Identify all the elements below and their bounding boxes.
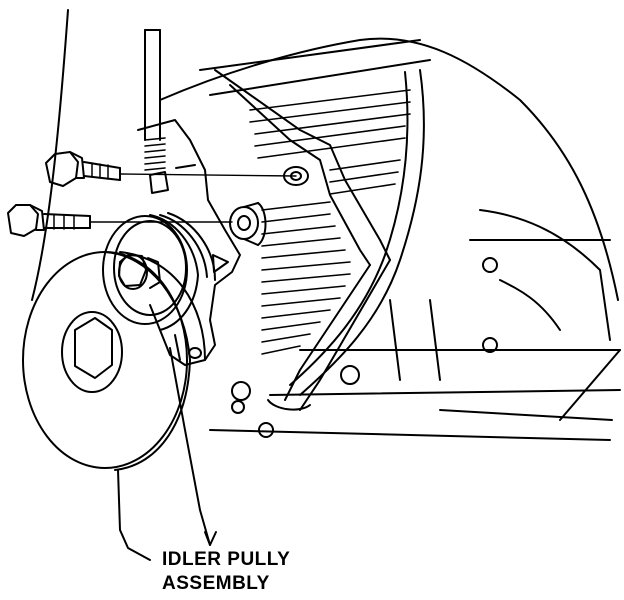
callout-line-2: ASSEMBLY (162, 573, 270, 594)
bolt-icon (45, 151, 121, 187)
engine-rib (289, 69, 425, 396)
spacer-cylinder (229, 202, 267, 246)
hex-socket-icon (74, 317, 113, 379)
engine-block-outline (31, 9, 621, 441)
callout-leader (117, 347, 217, 561)
bracket-icon (137, 119, 241, 366)
tensioner-rod (144, 29, 166, 171)
mounting-arm (214, 69, 391, 438)
part-callout-label: IDLER PULLY ASSEMBLY (162, 548, 290, 596)
callout-line-1: IDLER PULLY (162, 549, 291, 570)
alignment-lines (89, 173, 297, 223)
bolt-icon (7, 204, 91, 237)
engine-fins (249, 89, 411, 355)
pulley-icon (102, 212, 216, 331)
